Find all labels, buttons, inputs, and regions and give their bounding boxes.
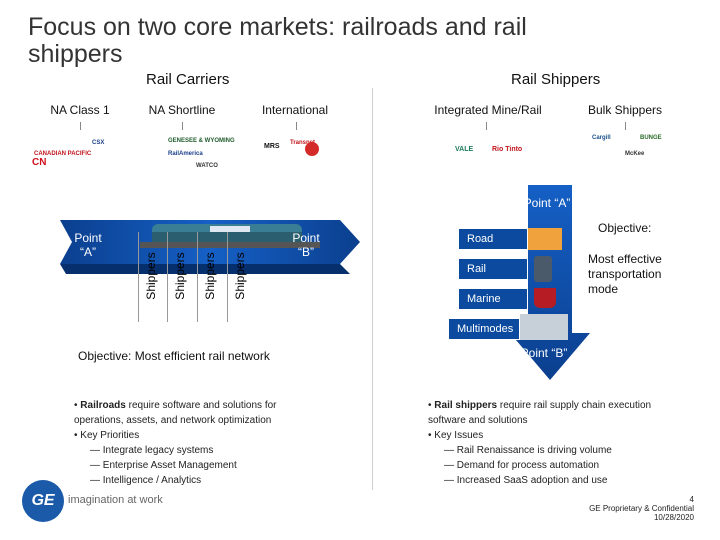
footer-date: 10/28/2020 (653, 513, 694, 522)
right-objective-label: Objective: (598, 221, 652, 235)
na-shortline-label: NA Shortline (148, 103, 216, 117)
right-bullet-3: — Demand for process automation (444, 460, 600, 471)
left-bullet-list: • Railroads require software and solutio… (74, 398, 324, 488)
mode-marine: Marine (458, 288, 528, 310)
transnet-icon (305, 142, 319, 156)
page-number: 4 (689, 495, 694, 504)
vale-logo: VALE (455, 146, 474, 153)
left-bullet-0: • Railroads require software and solutio… (74, 400, 277, 426)
mckee-logo: McKee (625, 151, 645, 157)
bunge-logo: BUNGE (640, 135, 662, 141)
right-bullet-2: — Rail Renaissance is driving volume (444, 445, 612, 456)
right-point-a: Point “A” (523, 196, 571, 210)
right-bullet-1: • Key Issues (428, 430, 484, 441)
railamerica-logo: RailAmerica (168, 151, 203, 157)
right-bullet-list: • Rail shippers require rail supply chai… (428, 398, 678, 488)
right-bullet-4: — Increased SaaS adoption and use (444, 475, 608, 486)
na-class1-label: NA Class 1 (50, 103, 110, 117)
bulk-shippers-label: Bulk Shippers (587, 103, 663, 117)
footer-block: 4 GE Proprietary & Confidential 10/28/20… (589, 495, 694, 522)
international-label: International (261, 103, 329, 117)
csx-logo: CSX (92, 140, 105, 146)
mode-multimodes: Multimodes (448, 318, 520, 340)
left-bullet-2: — Integrate legacy systems (90, 445, 214, 456)
left-bullet-1: • Key Priorities (74, 430, 140, 441)
right-bullet-0: • Rail shippers require rail supply chai… (428, 400, 652, 426)
rail-carriers-heading: Rail Carriers (146, 71, 230, 88)
mrs-logo: MRS (264, 143, 280, 150)
cp-logo: CANADIAN PACIFIC (34, 151, 92, 157)
shippers-label-1: Shippers (144, 252, 158, 300)
gw-logo: GENESEE & WYOMING (168, 138, 235, 144)
cargill-logo: Cargill (592, 135, 611, 141)
mode-rail: Rail (458, 258, 528, 280)
confidential-notice: GE Proprietary & Confidential (589, 504, 694, 513)
mode-road: Road (458, 228, 528, 250)
locomotive-icon (534, 256, 552, 282)
transnet-logo: Transnet (290, 140, 316, 146)
shippers-label-3: Shippers (203, 252, 217, 300)
cn-logo: CN (32, 157, 47, 168)
shippers-label-4: Shippers (233, 252, 247, 300)
left-point-a: Point “A” (74, 231, 102, 259)
ship-icon (534, 288, 556, 308)
ge-logo-icon: GE (22, 480, 64, 522)
page-title: Focus on two core markets: railroads and… (28, 13, 527, 68)
riotinto-logo: Rio Tinto (492, 146, 523, 153)
section-divider (372, 88, 373, 490)
port-image (520, 314, 568, 340)
shippers-label-2: Shippers (173, 252, 187, 300)
truck-icon (528, 228, 562, 250)
watco-logo: WATCO (196, 163, 218, 169)
left-objective: Objective: Most efficient rail network (78, 349, 270, 363)
left-bullet-4: — Intelligence / Analytics (90, 475, 202, 486)
left-point-b: Point “B” (292, 231, 320, 259)
integrated-mine-label: Integrated Mine/Rail (434, 103, 542, 117)
ge-tagline: imagination at work (68, 494, 163, 506)
right-objective-text: Most effective transportation mode (588, 252, 662, 296)
right-point-b: Point “B” (520, 346, 568, 360)
left-bullet-3: — Enterprise Asset Management (90, 460, 237, 471)
rail-shippers-heading: Rail Shippers (511, 71, 601, 88)
